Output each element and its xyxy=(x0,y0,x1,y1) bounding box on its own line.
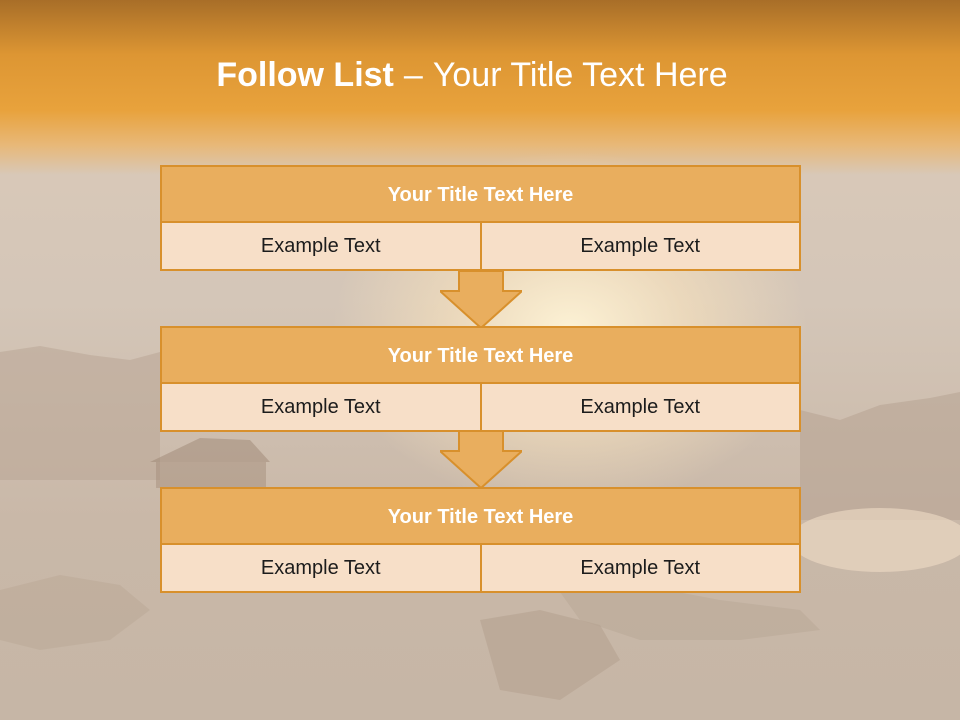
step-1-cell-left: Example Text xyxy=(162,223,480,269)
step-box-2: Your Title Text Here Example Text Exampl… xyxy=(160,326,801,432)
step-3-cell-right: Example Text xyxy=(479,545,799,591)
step-2-row: Example Text Example Text xyxy=(162,384,799,430)
step-3-cell-left: Example Text xyxy=(162,545,480,591)
title-rest-part: Your Title Text Here xyxy=(432,56,728,94)
down-arrow-icon xyxy=(440,431,522,489)
step-1-row: Example Text Example Text xyxy=(162,223,799,269)
step-1-title: Your Title Text Here xyxy=(162,167,799,223)
step-3-row: Example Text Example Text xyxy=(162,545,799,591)
water-reflection-right xyxy=(790,508,960,572)
rocks-foreground-left xyxy=(0,575,150,650)
step-2-title: Your Title Text Here xyxy=(162,328,799,384)
step-box-1: Your Title Text Here Example Text Exampl… xyxy=(160,165,801,271)
title-bold-part: Follow List xyxy=(216,56,394,94)
hut-silhouette xyxy=(150,438,270,488)
title-separator: – xyxy=(403,56,423,94)
slide-title: Follow List–Your Title Text Here xyxy=(0,52,944,98)
rocks-foreground-mid xyxy=(480,610,620,700)
down-arrow-icon xyxy=(440,271,522,329)
step-1-cell-right: Example Text xyxy=(479,223,799,269)
step-box-3: Your Title Text Here Example Text Exampl… xyxy=(160,487,801,593)
rocks-foreground-right xyxy=(560,585,820,640)
step-2-cell-right: Example Text xyxy=(479,384,799,430)
step-2-cell-left: Example Text xyxy=(162,384,480,430)
mountain-ridge-right xyxy=(800,392,960,520)
step-3-title: Your Title Text Here xyxy=(162,489,799,545)
mountain-ridge-left xyxy=(0,346,160,480)
